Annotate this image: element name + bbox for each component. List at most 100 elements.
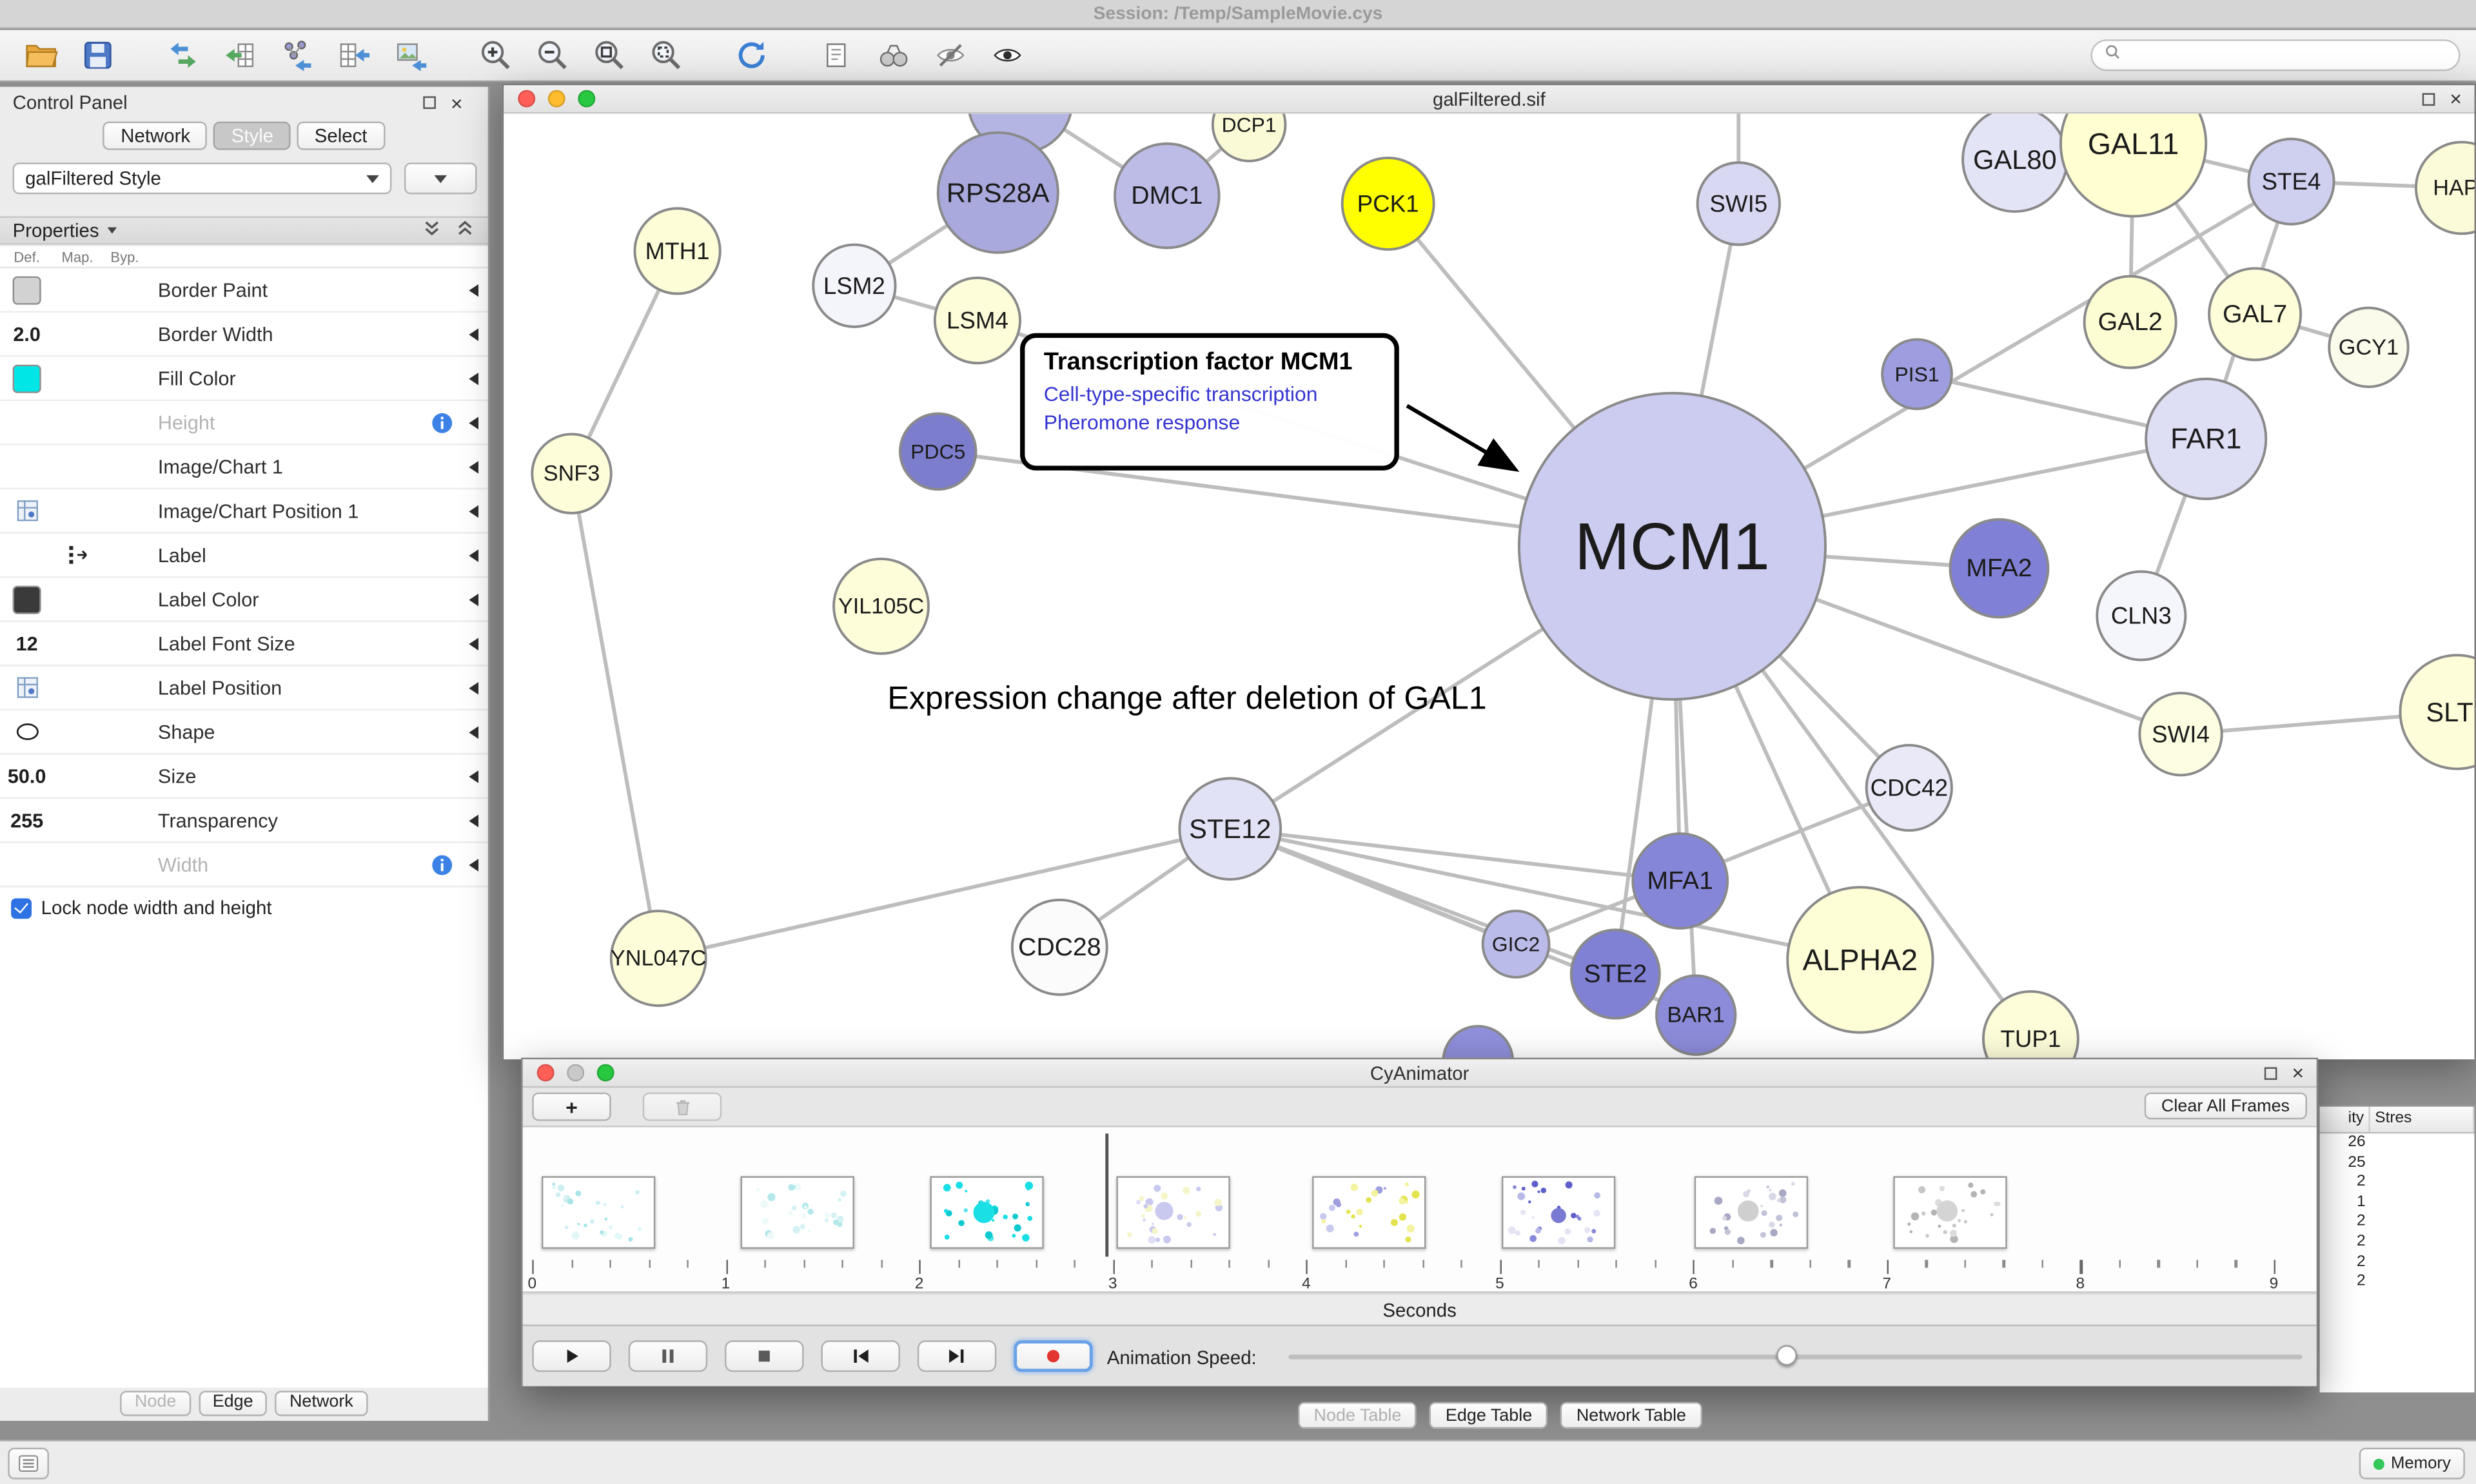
table-row[interactable]: 1: [2320, 1193, 2475, 1213]
frame-thumbnail-7[interactable]: [1694, 1176, 1809, 1249]
expand-row-arrow-icon[interactable]: [469, 681, 479, 694]
expand-row-arrow-icon[interactable]: [469, 769, 479, 783]
playhead[interactable]: [1105, 1133, 1108, 1257]
minimize-window-button[interactable]: [547, 90, 565, 108]
delete-frame-button[interactable]: [642, 1092, 722, 1121]
network-edge[interactable]: [1230, 826, 1861, 962]
zoom-in-button[interactable]: [471, 33, 521, 77]
frame-thumbnail-1[interactable]: [542, 1176, 656, 1249]
export-table-button[interactable]: [328, 33, 378, 77]
network-node-cdc28[interactable]: [1010, 898, 1108, 996]
network-node-ynl047c[interactable]: [609, 910, 707, 1007]
property-row-shape[interactable]: Shape: [0, 710, 488, 755]
property-row-fill-color[interactable]: Fill Color: [0, 356, 488, 402]
zoom-window-button[interactable]: [596, 1064, 614, 1082]
float-view-icon[interactable]: [2422, 92, 2436, 105]
network-node-gcy1[interactable]: [2328, 306, 2410, 388]
collapse-all-icon[interactable]: [422, 218, 442, 243]
hide-graphics-details-button[interactable]: [925, 33, 976, 77]
property-row-label[interactable]: Label: [0, 534, 488, 578]
frame-thumbnail-4[interactable]: [1116, 1176, 1230, 1249]
network-node-yil105c[interactable]: [832, 557, 930, 655]
import-table-button[interactable]: [215, 33, 265, 77]
annotation-link[interactable]: Pheromone response: [1043, 410, 1241, 434]
network-node-ste2[interactable]: [1569, 928, 1661, 1020]
tab-network[interactable]: Network: [275, 1390, 368, 1416]
network-node-lsm4[interactable]: [933, 277, 1022, 365]
expand-row-arrow-icon[interactable]: [469, 858, 479, 871]
network-node-mfa2[interactable]: [1949, 518, 2050, 619]
record-button[interactable]: [1014, 1340, 1093, 1372]
expand-row-arrow-icon[interactable]: [469, 460, 479, 473]
network-node-gal11[interactable]: [2059, 113, 2208, 218]
close-view-icon[interactable]: ×: [2450, 86, 2462, 111]
network-node-mcm1[interactable]: [1517, 391, 1827, 701]
expand-row-arrow-icon[interactable]: [469, 549, 479, 561]
expand-row-arrow-icon[interactable]: [469, 327, 479, 340]
zoom-window-button[interactable]: [578, 90, 596, 108]
close-view-icon[interactable]: ×: [2292, 1060, 2304, 1085]
zoom-out-button[interactable]: [527, 33, 578, 77]
network-node-tup1[interactable]: [1981, 990, 2079, 1060]
search-box[interactable]: [2090, 39, 2461, 72]
network-node-lsm2[interactable]: [812, 243, 897, 328]
annotation-link[interactable]: Cell-type-specific transcription: [1043, 382, 1318, 406]
expand-row-arrow-icon[interactable]: [469, 504, 479, 518]
network-canvas[interactable]: RPS28ADMC1DCP1PCK1SWI5GAL80GAL11STE4HAP2…: [504, 113, 2475, 1060]
refresh-view-button[interactable]: [727, 33, 777, 77]
table-row[interactable]: 2: [2320, 1213, 2475, 1233]
network-edge[interactable]: [1230, 826, 1681, 883]
network-node-bar1[interactable]: [1655, 974, 1737, 1056]
annotation-box[interactable]: Transcription factor MCM1 Cell-type-spec…: [1020, 333, 1399, 471]
properties-header[interactable]: Properties: [0, 216, 488, 245]
next-frame-button[interactable]: [917, 1340, 997, 1372]
memory-button[interactable]: Memory: [2359, 1447, 2465, 1479]
style-options-button[interactable]: [404, 162, 477, 195]
network-node-alpha2[interactable]: [1786, 886, 1934, 1034]
tab-edge-table[interactable]: Edge Table: [1430, 1401, 1548, 1429]
info-icon[interactable]: [431, 854, 453, 875]
lock-node-size-row[interactable]: Lock node width and height: [0, 887, 488, 928]
network-node-gic2[interactable]: [1481, 910, 1551, 979]
network-node-gal2[interactable]: [2083, 275, 2177, 369]
expand-row-arrow-icon[interactable]: [469, 725, 479, 738]
network-node-slt2[interactable]: [2399, 654, 2475, 770]
network-node-hap2[interactable]: [2415, 141, 2475, 235]
export-image-button[interactable]: [386, 33, 436, 77]
network-node-swi4[interactable]: [2138, 692, 2223, 777]
network-node-partial[interactable]: [1442, 1024, 1515, 1060]
tab-edge[interactable]: Edge: [198, 1390, 268, 1416]
border-paint-swatch[interactable]: [12, 275, 41, 304]
network-node-ste4[interactable]: [2247, 137, 2335, 226]
property-row-label-color[interactable]: Label Color: [0, 578, 488, 622]
network-node-snf3[interactable]: [531, 433, 613, 514]
clear-all-frames-button[interactable]: Clear All Frames: [2143, 1092, 2307, 1120]
zoom-fit-button[interactable]: [584, 33, 634, 77]
expand-row-arrow-icon[interactable]: [469, 814, 479, 827]
property-row-image-chart-1[interactable]: Image/Chart 1: [0, 445, 488, 490]
tab-select[interactable]: Select: [297, 121, 385, 150]
info-icon[interactable]: [431, 411, 453, 433]
table-row[interactable]: 2: [2320, 1273, 2475, 1293]
network-edge[interactable]: [569, 473, 661, 959]
style-selector[interactable]: galFiltered Style: [12, 162, 392, 195]
stop-button[interactable]: [725, 1340, 804, 1372]
network-node-cln3[interactable]: [2096, 570, 2187, 661]
frame-thumbnail-6[interactable]: [1501, 1176, 1616, 1249]
lock-checkbox[interactable]: [11, 897, 32, 919]
table-row[interactable]: 25: [2320, 1153, 2475, 1173]
property-row-width[interactable]: Width: [0, 843, 488, 888]
column-header-ity[interactable]: ity: [2320, 1106, 2370, 1132]
tab-network[interactable]: Network: [103, 121, 208, 150]
import-network-button[interactable]: [158, 33, 208, 77]
frame-thumbnail-3[interactable]: [930, 1176, 1044, 1249]
tab-node[interactable]: Node: [120, 1390, 191, 1416]
network-node-pdc5[interactable]: [898, 412, 978, 491]
expand-row-arrow-icon[interactable]: [469, 592, 479, 606]
label-color-swatch[interactable]: [12, 585, 41, 614]
network-node-dmc1[interactable]: [1114, 142, 1221, 249]
network-node-rps28a[interactable]: [936, 131, 1059, 254]
property-row-image-chart-position-1[interactable]: Image/Chart Position 1: [0, 489, 488, 534]
